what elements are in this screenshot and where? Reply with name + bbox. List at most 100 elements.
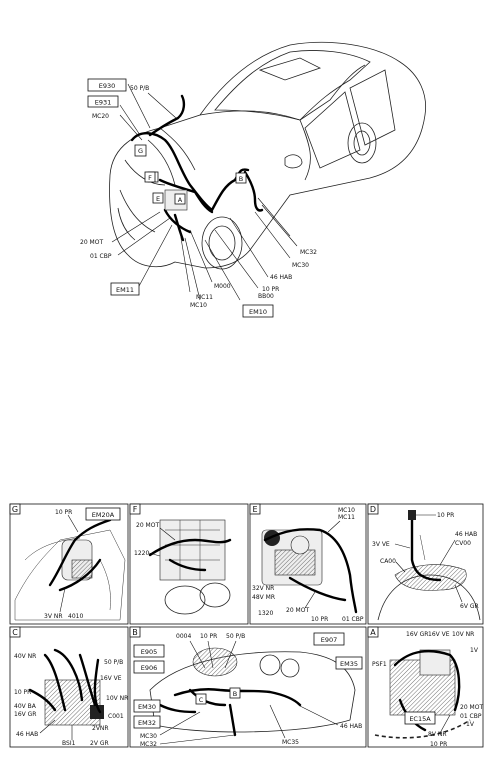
- panel-b-e907: E907: [321, 636, 338, 644]
- panel-f: F 20 MOT 1220: [129, 503, 249, 625]
- panel-a-gr16: 16V GR: [406, 631, 428, 638]
- mc10-label: MC10: [190, 302, 207, 309]
- panel-b-pr10: 10 PR: [200, 633, 217, 640]
- em10-label: EM10: [249, 308, 267, 316]
- panel-a-psf1: PSF1: [372, 661, 387, 668]
- panel-c-bsi1: BSI1: [62, 740, 76, 747]
- panel-b-e905: E905: [141, 648, 158, 656]
- panel-a-nr8: 8V NR: [428, 731, 447, 738]
- mot20-label: 20 MOT: [80, 239, 103, 246]
- e930-label: E930: [99, 82, 116, 90]
- panel-e-cbp01: 01 CBP: [342, 616, 364, 623]
- panel-b-0004: 0004: [176, 633, 191, 640]
- panel-g-em20a: EM20A: [92, 511, 115, 519]
- panel-g-4010: 4010: [68, 613, 83, 620]
- panel-d-gr6: 6V GR: [460, 603, 479, 610]
- panel-b-e906: E906: [141, 664, 158, 672]
- panel-e-1320: 1320: [258, 610, 273, 617]
- cbp01-label: 01 CBP: [90, 253, 112, 260]
- main-harness: [130, 94, 264, 242]
- a-label: A: [178, 196, 183, 204]
- panel-c-pr10: 10 PR: [14, 689, 31, 696]
- panel-e: E MC10 MC11 32V NR 48V MR 1320 20 MOT 10…: [249, 503, 367, 625]
- e930-box: [87, 78, 127, 92]
- panel-c-nr10: 10V NR: [106, 695, 128, 702]
- e931-box: [87, 95, 119, 108]
- panel-a: A 16V GR 16V VE 10V NR PSF1 1V EC15A 20 …: [367, 626, 483, 748]
- panel-d-ve3: 3V VE: [372, 541, 390, 548]
- g-label: G: [138, 147, 143, 155]
- e931-label: E931: [95, 99, 112, 107]
- panel-a-mot20: 20 MOT: [460, 704, 483, 711]
- panel-e-letter: E: [252, 505, 257, 514]
- panel-b-mc30: MC30: [140, 733, 157, 740]
- panel-a-1v-b: 1V: [466, 721, 475, 728]
- panel-b: B C B 0004 10 PR 50 P/B E907 E905 E906 E…: [129, 626, 367, 748]
- panel-a-nr10: 10V NR: [452, 631, 474, 638]
- panel-a-letter: A: [370, 628, 376, 637]
- panel-f-1220: 1220: [134, 550, 149, 557]
- p50-label: 50 P/B: [130, 85, 149, 92]
- mc30-label: MC30: [292, 262, 309, 269]
- panel-a-ve16: 16V VE: [428, 631, 450, 638]
- panel-c-nr2: 2VNR: [92, 725, 109, 732]
- panel-b-mc35: MC35: [282, 739, 299, 746]
- panel-e-pr10: 10 PR: [311, 616, 328, 623]
- panel-e-nr32: 32V NR: [252, 585, 274, 592]
- panel-e-mc11: MC11: [338, 514, 355, 521]
- panel-b-pb50: 50 P/B: [226, 633, 245, 640]
- mc20-label: MC20: [92, 113, 109, 120]
- panel-f-mot20: 20 MOT: [136, 522, 159, 529]
- panel-e-mot20: 20 MOT: [286, 607, 309, 614]
- panel-c-letter: C: [12, 628, 18, 637]
- panel-c-ba40: 40V BA: [14, 703, 37, 710]
- panel-a-pr10: 10 PR: [430, 741, 447, 748]
- panel-b-mc32: MC32: [140, 741, 157, 748]
- panel-b-em32: EM32: [138, 719, 156, 727]
- m000-label: M000: [214, 283, 231, 290]
- panel-b-hab46: 46 HAB: [340, 723, 362, 730]
- main-car-view: E930 E931 50 P/B MC20 G F E A B 20 MOT 0…: [80, 41, 426, 318]
- panel-d-letter: D: [370, 505, 376, 514]
- panel-b-c: C: [199, 696, 204, 704]
- panel-c-ve16: 16V VE: [100, 675, 122, 682]
- panel-g-pr10: 10 PR: [55, 509, 72, 516]
- panel-a-ec15a: EC15A: [409, 715, 431, 723]
- panel-a-cbp01: 01 CBP: [460, 713, 482, 720]
- panel-c: C 40V NR 50 P/B 16V VE 10 PR 40V BA 16V …: [9, 626, 129, 748]
- panel-g: G EM20A 10 PR 3V NR 4010: [9, 503, 129, 625]
- panel-d-ca00: CA00: [380, 558, 396, 565]
- b-label: B: [239, 175, 243, 183]
- panel-c-gr16: 16V GR: [14, 711, 36, 718]
- bb00-label: BB00: [258, 293, 274, 300]
- panel-b-em35: EM35: [340, 660, 358, 668]
- panel-d-cv00: CV00: [455, 540, 471, 547]
- panel-b-letter: B: [132, 628, 138, 637]
- e-label: E: [156, 195, 160, 203]
- mc11-label: MC11: [196, 294, 213, 301]
- panel-d: D 10 PR 3V VE 46 HAB CV00 CA00 6V GR: [367, 503, 484, 625]
- panel-d-pr10: 10 PR: [437, 512, 454, 519]
- panel-e-mr48: 48V MR: [252, 594, 275, 601]
- car-outline: [109, 41, 426, 270]
- panel-c-nr40: 40V NR: [14, 653, 36, 660]
- panel-d-hab46: 46 HAB: [455, 531, 477, 538]
- f-label: F: [148, 174, 152, 182]
- em11-label: EM11: [116, 286, 134, 294]
- pr10-label: 10 PR: [262, 286, 279, 293]
- panel-c-hab46: 46 HAB: [16, 731, 38, 738]
- panel-f-letter: F: [133, 505, 138, 514]
- panel-g-letter: G: [12, 505, 18, 514]
- panel-b-em30: EM30: [138, 703, 156, 711]
- panel-c-c001: C001: [108, 713, 124, 720]
- main-leaders: [111, 83, 298, 301]
- panel-e-mc10: MC10: [338, 507, 355, 514]
- hab46-label: 46 HAB: [270, 274, 292, 281]
- panel-g-nr3: 3V NR: [44, 613, 63, 620]
- panel-b-b: B: [233, 690, 237, 698]
- panel-c-pb50: 50 P/B: [104, 659, 123, 666]
- panel-c-gr2: 2V GR: [90, 740, 109, 747]
- mc32-label: MC32: [300, 249, 317, 256]
- panel-a-1v: 1V: [470, 647, 479, 654]
